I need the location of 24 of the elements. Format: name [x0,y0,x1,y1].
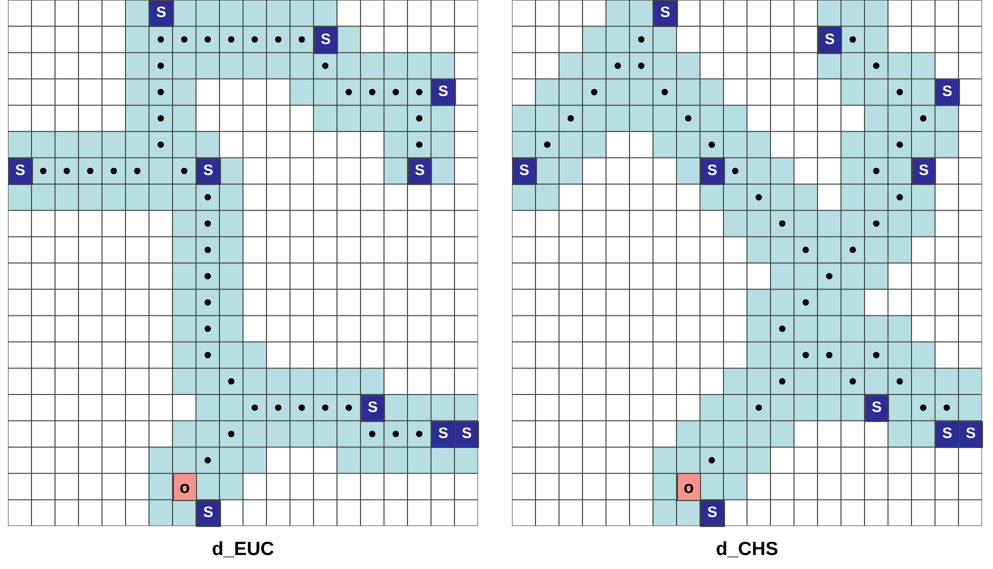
origin-cell: o [172,473,197,501]
start-cell: S [864,394,889,422]
start-cell: S [149,0,174,28]
start-cell: S [196,158,220,186]
start-cell: S [935,420,960,448]
start-cell: S [408,158,432,186]
start-cell: S [653,0,678,28]
start-cell: S [512,158,536,186]
panel-caption: d_CHS [716,538,778,562]
panel-caption: d_EUC [212,538,274,562]
start-cell: S [196,500,220,527]
start-cell: S [314,26,338,54]
start-cell: S [818,26,842,54]
origin-cell: o [676,473,701,501]
start-cell: S [360,394,385,422]
start-cell: S [8,158,32,186]
start-cell: S [431,78,456,106]
start-cell: S [912,158,936,186]
start-cell: S [700,500,724,527]
start-cell: S [454,420,479,448]
start-cell: S [431,420,456,448]
start-cell: S [700,158,724,186]
start-cell: S [958,420,983,448]
start-cell: S [935,78,960,106]
